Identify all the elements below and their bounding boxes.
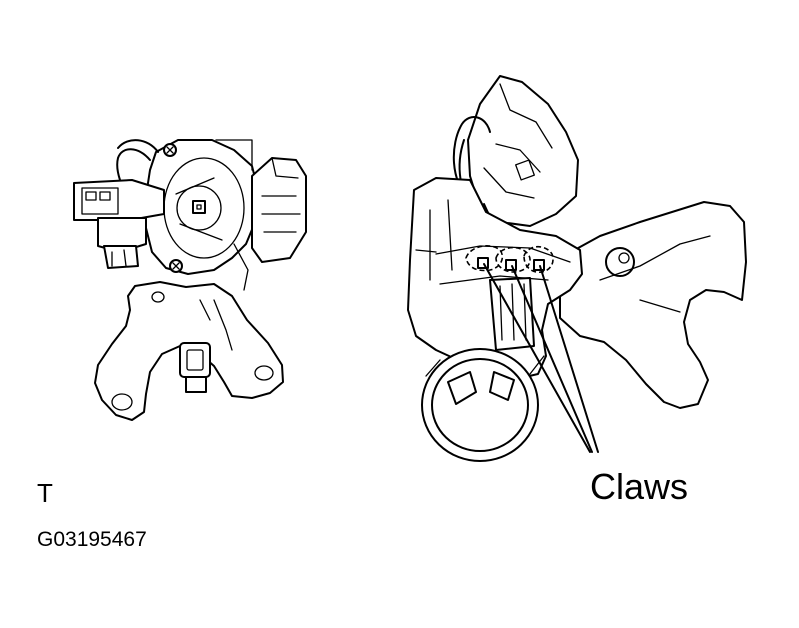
harness-connector-left (73, 179, 165, 221)
column-bracket-right (559, 201, 747, 409)
leader-line (539, 265, 599, 453)
mount-hole-left (111, 393, 133, 411)
claw-tab (505, 259, 517, 271)
claws-callout-label: Claws (590, 466, 689, 507)
leader-line (511, 265, 593, 453)
leader-line (483, 263, 591, 453)
bracket-bolt-hole (151, 291, 165, 303)
callout-leaders (483, 263, 599, 453)
claw-tab (477, 257, 489, 269)
steering-lock-assembly-right (407, 75, 747, 462)
bracket-stud (605, 247, 635, 277)
ignition-switch-assembly-left (73, 139, 307, 421)
key-cylinder-right (421, 348, 539, 462)
figure-code: G03195467 (37, 528, 147, 551)
switch-side-block-left (251, 157, 307, 263)
cylinder-tab (447, 371, 477, 405)
claw-tab (533, 259, 545, 271)
claw-outline (465, 245, 504, 272)
claw-outline (523, 245, 554, 274)
mount-hole-right (254, 365, 274, 381)
view-label: T (37, 478, 53, 508)
key-cylinder-stub (179, 342, 211, 378)
